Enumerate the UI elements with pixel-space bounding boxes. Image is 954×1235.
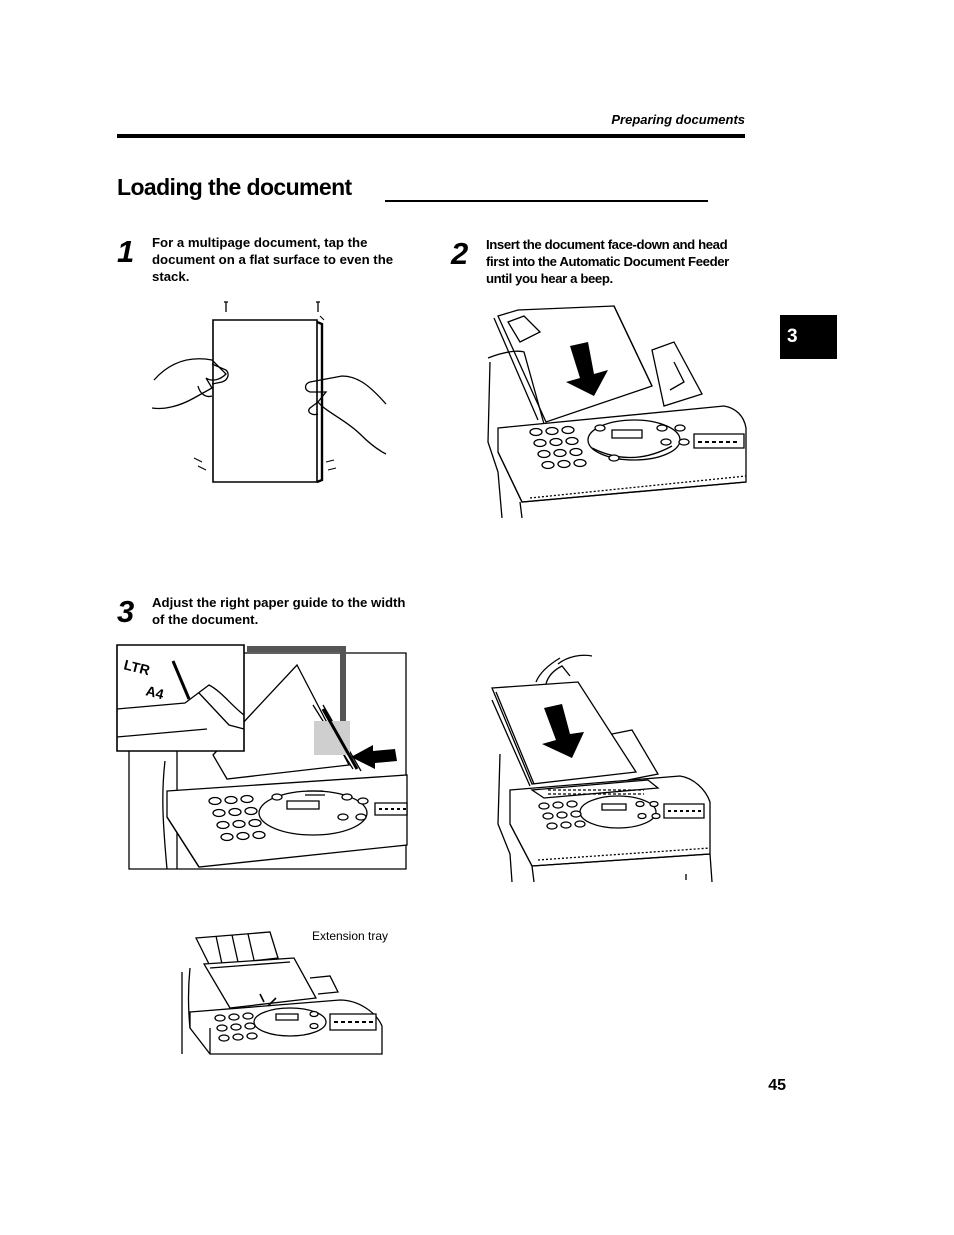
guide-slide-arrow [351, 745, 397, 769]
illustration-inserting-document [484, 302, 750, 522]
header-rule [117, 134, 745, 138]
insert-direction-arrow [566, 342, 608, 396]
inset-label-a4: A4 [144, 682, 165, 702]
inset-label-ltr: LTR [122, 656, 151, 678]
step-1-number: 1 [117, 234, 135, 269]
step-2-text: Insert the document face-down and head f… [486, 237, 729, 286]
page-title: Loading the document [117, 174, 352, 200]
page-number: 45 [768, 1077, 786, 1094]
running-header-section-title: Preparing documents [611, 112, 745, 127]
illustration-tapping-document [150, 298, 390, 488]
illustration-adjust-paper-guide: LTR A4 [117, 645, 409, 873]
illustration-document-fed [488, 654, 718, 884]
extension-tray-caption: Extension tray [312, 929, 389, 943]
title-rule [385, 200, 708, 202]
chapter-tab: 3 [780, 315, 837, 359]
illustration-extension-tray [180, 928, 390, 1058]
paper-size-inset: LTR A4 [117, 645, 244, 751]
step-3-number: 3 [117, 594, 135, 629]
step-3-text: Adjust the right paper guide to the widt… [152, 595, 406, 627]
step-1-text: For a multipage document, tap the docume… [152, 235, 394, 284]
feed-direction-arrow [542, 704, 584, 758]
step-2-number: 2 [451, 236, 469, 271]
